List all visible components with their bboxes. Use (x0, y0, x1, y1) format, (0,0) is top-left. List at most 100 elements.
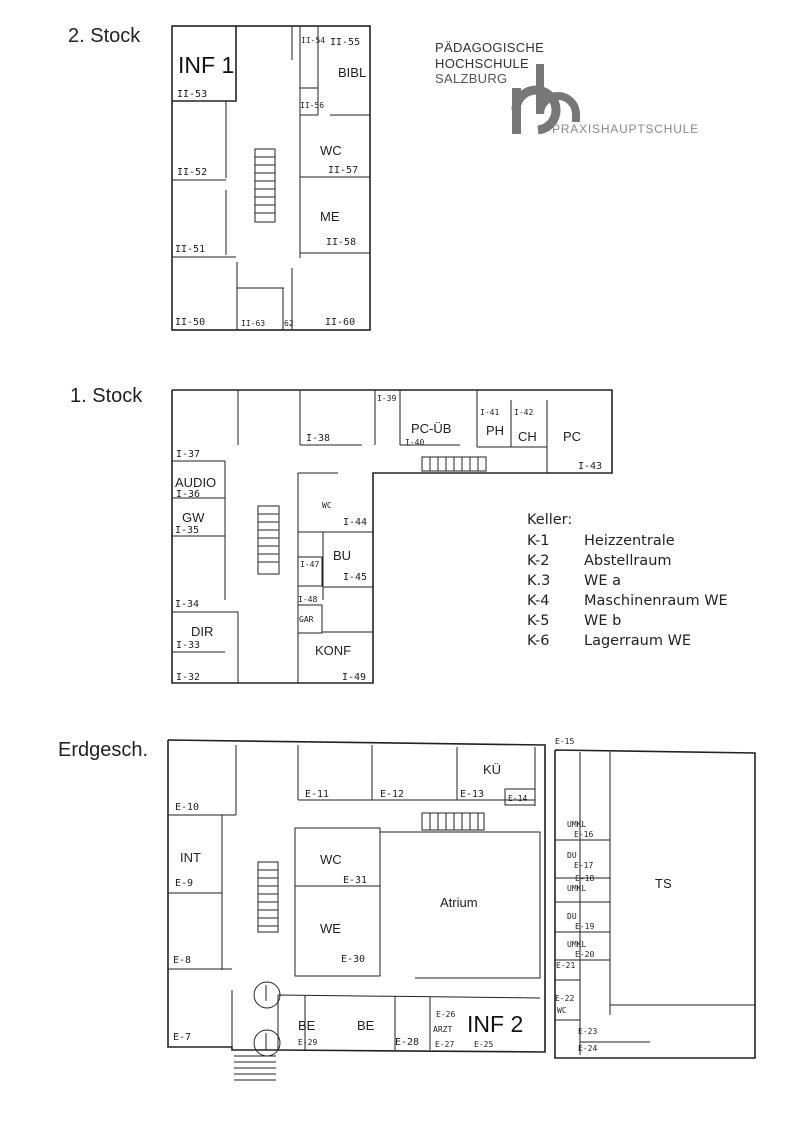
room-label: BIBL (338, 65, 366, 80)
room-number: E-22 (555, 994, 574, 1003)
legend-name: Maschinenraum WE (584, 593, 728, 609)
room-label: BU (333, 548, 351, 563)
room-label: TS (655, 876, 672, 891)
keller-legend: Keller: K-1 Heizzentrale K-2 Abstellraum… (527, 512, 728, 649)
room-number: E-28 (395, 1037, 419, 1048)
room-label: WE (320, 921, 341, 936)
room-number: E-23 (578, 1027, 597, 1036)
floor-plan-1-stock (171, 389, 613, 684)
room-number: II-63 (241, 319, 265, 328)
logo-line-2: HOCHSCHULE (435, 56, 529, 71)
room-number: I-38 (306, 433, 330, 444)
room-number: E-17 (574, 861, 593, 870)
room-number: E-31 (343, 875, 367, 886)
room-number: II-52 (177, 167, 207, 178)
room-number: I-47 (300, 560, 319, 569)
room-number: II-58 (326, 237, 356, 248)
room-label: INF 2 (467, 1011, 523, 1037)
room-label: DIR (191, 624, 213, 639)
room-number: II-50 (175, 317, 205, 328)
room-number: E-29 (298, 1038, 317, 1047)
room-number: E-30 (341, 954, 365, 965)
floor-plan-erdgeschoss (167, 739, 756, 1081)
room-number: E-7 (173, 1032, 191, 1043)
room-number: E-12 (380, 789, 404, 800)
room-number: E-15 (555, 737, 574, 746)
room-label: BE (298, 1018, 316, 1033)
room-number: II-54 (301, 36, 325, 45)
staircase-icon (257, 861, 279, 933)
room-label: GAR (299, 615, 314, 624)
room-number: I-33 (176, 640, 200, 651)
room-number: E-26 (436, 1010, 455, 1019)
room-number: 62 (284, 319, 294, 328)
room-number: I-40 (405, 438, 424, 447)
room-label: GW (182, 510, 205, 525)
legend-code: K-4 (527, 593, 549, 609)
room-label: INT (180, 850, 201, 865)
logo-line-3: SALZBURG (435, 71, 507, 86)
room-label: CH (518, 429, 537, 444)
legend-code: K-1 (527, 533, 549, 549)
room-number: I-39 (377, 394, 396, 403)
room-label: AUDIO (175, 475, 216, 490)
room-label: UMKL (567, 820, 586, 829)
floor-title-2-stock: 2. Stock (68, 25, 141, 47)
room-number: E-8 (173, 955, 191, 966)
room-label: ARZT (433, 1025, 452, 1034)
room-number: E-27 (435, 1040, 454, 1049)
room-number: I-37 (176, 449, 200, 460)
room-number: E-24 (578, 1044, 597, 1053)
room-label: DU (567, 912, 577, 921)
legend-code: K-5 (527, 613, 549, 629)
room-label: WC (322, 501, 332, 510)
room-number: I-35 (175, 525, 199, 536)
room-number: I-36 (176, 489, 200, 500)
room-number: E-11 (305, 789, 329, 800)
legend-name: Lagerraum WE (584, 633, 691, 649)
room-number: E-25 (474, 1040, 493, 1049)
room-label: KONF (315, 643, 351, 658)
room-label: PC (563, 429, 581, 444)
room-number: II-60 (325, 317, 355, 328)
legend-name: Heizzentrale (584, 533, 675, 549)
legend-name: WE b (584, 613, 621, 629)
room-number: II-51 (175, 244, 205, 255)
room-number: E-20 (575, 950, 594, 959)
room-label: UMKL (567, 884, 586, 893)
ph-logo-mark-icon (511, 64, 580, 135)
room-number: II-53 (177, 89, 207, 100)
room-number: II-56 (300, 101, 324, 110)
room-number: I-43 (578, 461, 602, 472)
room-number: E-10 (175, 802, 199, 813)
room-label: WC (557, 1006, 567, 1015)
room-label: Atrium (440, 895, 478, 910)
room-number: E-21 (556, 961, 575, 970)
revolving-door-icon (253, 981, 281, 1057)
room-number: E-13 (460, 789, 484, 800)
room-number: I-45 (343, 572, 367, 583)
school-logo: PÄDAGOGISCHE HOCHSCHULE SALZBURG PRAXISH… (435, 40, 698, 136)
room-number: E-19 (575, 922, 594, 931)
legend-code: K.3 (527, 573, 550, 589)
staircase-icon (421, 812, 485, 831)
logo-line-1: PÄDAGOGISCHE (435, 40, 544, 55)
room-number: I-41 (480, 408, 499, 417)
room-label: ME (320, 209, 340, 224)
room-label: WC (320, 143, 342, 158)
room-number: I-42 (514, 408, 533, 417)
floor-plan-2-stock (171, 25, 371, 331)
room-number: I-32 (176, 672, 200, 683)
room-number: E-14 (508, 794, 527, 803)
room-label: DU (567, 851, 577, 860)
room-number: I-34 (175, 599, 199, 610)
room-number: I-48 (298, 595, 317, 604)
floor-title-1-stock: 1. Stock (70, 385, 143, 407)
room-number: II-55 (330, 37, 360, 48)
room-label: WC (320, 852, 342, 867)
legend-name: Abstellraum (584, 553, 672, 569)
room-number: I-44 (343, 517, 367, 528)
room-label: INF 1 (178, 52, 234, 78)
room-label: BE (357, 1018, 375, 1033)
